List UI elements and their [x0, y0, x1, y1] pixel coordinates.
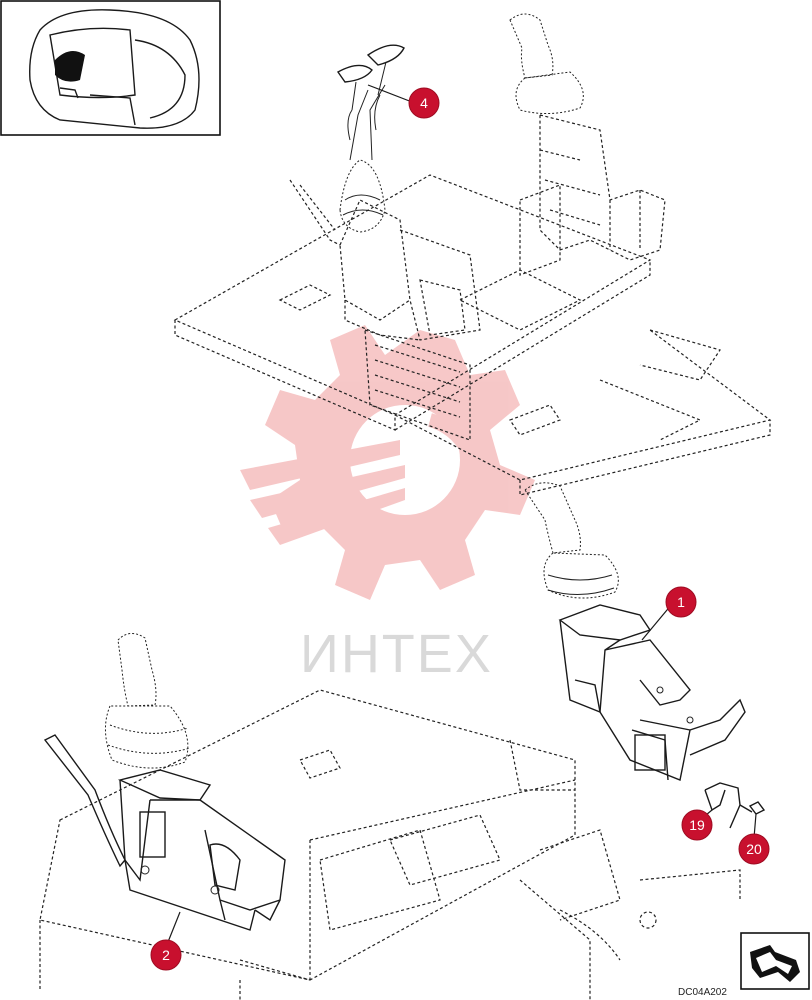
svg-text:1: 1	[677, 594, 685, 610]
callout-1: 1	[665, 586, 697, 618]
upper-left-console	[289, 44, 481, 441]
console-2	[43, 633, 286, 931]
svg-text:20: 20	[746, 841, 762, 857]
upper-platform	[173, 174, 772, 496]
bolt-20	[739, 801, 766, 815]
lower-platform	[39, 689, 741, 1000]
bracket-19	[704, 782, 741, 829]
callout-19: 19	[681, 809, 713, 841]
svg-text:2: 2	[162, 947, 170, 963]
callout-4: 4	[408, 87, 440, 119]
cab-inset-icon	[0, 0, 221, 136]
drawing-code: DC04A202	[678, 987, 727, 998]
watermark-logo	[240, 325, 535, 600]
watermark-text: ИНТЕХ	[300, 624, 493, 684]
svg-text:4: 4	[420, 95, 428, 111]
callout-20: 20	[738, 833, 770, 865]
arrow-icon	[740, 932, 810, 990]
callout-2: 2	[150, 939, 182, 971]
svg-text:19: 19	[689, 817, 705, 833]
console-1	[524, 482, 746, 781]
upper-right-console	[509, 13, 666, 276]
